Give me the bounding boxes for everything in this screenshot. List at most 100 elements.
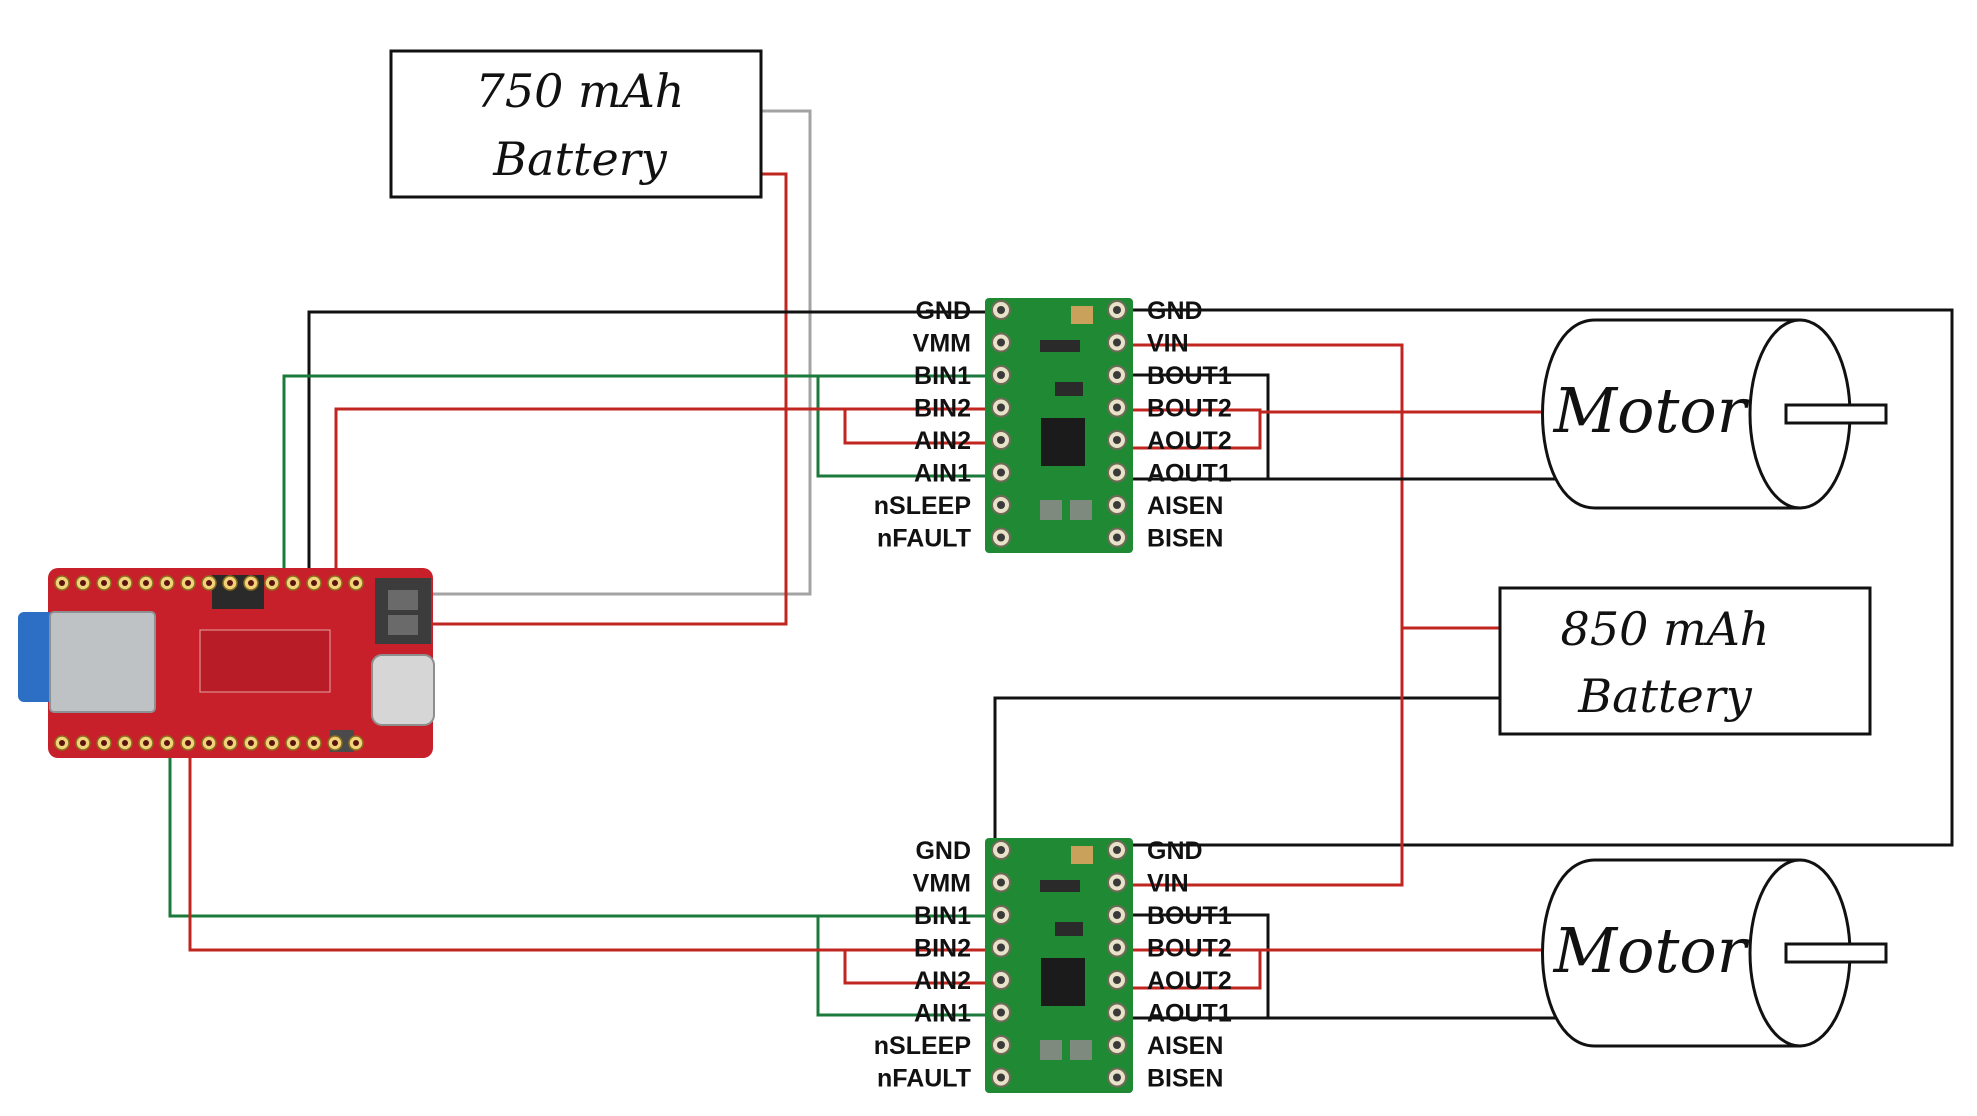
motor-top: Motor xyxy=(1541,318,1888,510)
battery-750-power-wire xyxy=(425,172,788,626)
driver-bottom-left-pad-hole xyxy=(997,911,1005,919)
driver-top-left-pad-hole xyxy=(997,338,1005,347)
driver-top-left-pad-hole xyxy=(997,501,1005,509)
driver-top-sense-resistor-a xyxy=(1040,500,1062,520)
antenna-connector xyxy=(18,612,54,702)
header-pad-hole xyxy=(206,740,212,746)
driver-bottom-pin-label-nsleep: nSLEEP xyxy=(874,1032,971,1060)
driver-bottom-right-pad-hole xyxy=(1113,846,1121,854)
header-pad-hole xyxy=(269,740,275,746)
driver-bottom-pin-label-vmm: VMM xyxy=(913,870,971,898)
driver-bottom-sense-resistor-a xyxy=(1040,1040,1062,1060)
driver-top-right-pad-hole xyxy=(1113,338,1121,347)
header-pad-hole xyxy=(80,580,86,586)
driver-bottom-right-pad-hole xyxy=(1113,1073,1121,1082)
motor-top-label: Motor xyxy=(1553,374,1750,447)
driver-bottom-right-pad-hole xyxy=(1113,1041,1121,1049)
driver-bottom-right-pad-hole xyxy=(1113,1008,1121,1017)
driver-top-pin-label-bin1: BIN1 xyxy=(914,362,971,390)
driver-bottom-sense-resistor-b xyxy=(1070,1040,1092,1060)
header-pad-hole xyxy=(122,740,128,746)
driver-bottom-pin-label-bin2: BIN2 xyxy=(914,935,971,963)
driver-bottom-pin-label-nfault: nFAULT xyxy=(877,1065,971,1093)
motor-driver-bottom: GNDVMMBIN1BIN2AIN2AIN1nSLEEPnFAULTGNDVIN… xyxy=(874,837,1232,1093)
driver-top-pin-label-gnd: GND xyxy=(1147,297,1203,325)
driver-top-pin-label-vmm: VMM xyxy=(913,330,971,358)
driver-bottom-driver-chip xyxy=(1041,958,1085,1006)
jst-pin-1 xyxy=(388,590,418,610)
header-pad-hole xyxy=(248,740,254,746)
driver-top-right-pad-hole xyxy=(1113,306,1121,314)
driver-top-pin-label-ain1: AIN1 xyxy=(914,460,971,488)
battery-750-box xyxy=(389,49,763,199)
driver-top-bin2-wire xyxy=(334,407,1002,585)
header-pad-hole xyxy=(122,580,128,586)
header-pad-hole xyxy=(59,740,65,746)
header-pad-hole xyxy=(290,580,296,586)
driver-top-pin-label-nsleep: nSLEEP xyxy=(874,492,971,520)
header-pads xyxy=(54,575,364,751)
driver-top-right-pad-hole xyxy=(1113,501,1121,509)
driver-top-pin-label-bout2: BOUT2 xyxy=(1147,395,1232,423)
driver-top-left-pad-hole xyxy=(997,306,1005,314)
driver-bottom-pin-label-gnd: GND xyxy=(915,837,971,865)
driver-top-left-pad-hole xyxy=(997,371,1005,379)
driver-bottom-pin-label-gnd: GND xyxy=(1147,837,1203,865)
driver-top-vin-wire xyxy=(1128,343,1500,630)
driver-bottom-capacitor xyxy=(1071,846,1093,864)
driver-bottom-pin-label-aout2: AOUT2 xyxy=(1147,967,1232,995)
battery-750-ground-wire xyxy=(425,109,812,596)
driver-top-mosfet-2 xyxy=(1055,382,1083,396)
header-pad-hole xyxy=(269,580,275,586)
driver-top-bout2-wire xyxy=(1128,408,1262,450)
header-pad-hole xyxy=(143,580,149,586)
driver-bottom-pin-label-bout1: BOUT1 xyxy=(1147,902,1232,930)
header-pad-hole xyxy=(206,580,212,586)
driver-bottom-pin-label-aout1: AOUT1 xyxy=(1147,1000,1232,1028)
header-pad-hole xyxy=(80,740,86,746)
driver-top-left-pad-hole xyxy=(997,403,1005,412)
driver-top-pin-label-bout1: BOUT1 xyxy=(1147,362,1232,390)
motor-top-shaft xyxy=(1784,403,1888,425)
header-pad-hole xyxy=(227,740,233,746)
driver-bottom-left-pad-hole xyxy=(997,976,1005,984)
battery-850-label: Battery xyxy=(1577,669,1752,723)
driver-bottom-pin-label-ain2: AIN2 xyxy=(914,967,971,995)
battery-750: 750 mAh Battery xyxy=(389,49,763,199)
driver-bottom-pin-label-bisen: BISEN xyxy=(1147,1065,1223,1093)
motor-bottom-shaft xyxy=(1784,942,1888,964)
header-pad-hole xyxy=(185,580,191,586)
battery-750-capacity: 750 mAh xyxy=(476,64,685,118)
driver-top-pin-label-vin: VIN xyxy=(1147,330,1189,358)
driver-top-right-pad-hole xyxy=(1113,403,1121,412)
driver-top-gnd-left-wire xyxy=(307,310,1007,585)
header-pad-hole xyxy=(185,740,191,746)
battery-850-box xyxy=(1498,586,1872,736)
ground-bus-wire xyxy=(1125,308,1954,847)
driver-top-left-pad-hole xyxy=(997,533,1005,542)
driver-bottom-pin-label-bout2: BOUT2 xyxy=(1147,935,1232,963)
header-pad-hole xyxy=(290,740,296,746)
driver-top-bin1-wire xyxy=(282,374,1002,590)
driver-top-pin-label-nfault: nFAULT xyxy=(877,525,971,553)
driver-top-pin-label-bisen: BISEN xyxy=(1147,525,1223,553)
driver-top-pin-label-aisen: AISEN xyxy=(1147,492,1223,520)
driver-bottom-bout2-wire xyxy=(1128,948,1262,990)
usb-c-port xyxy=(371,654,435,726)
header-pad-hole xyxy=(311,580,317,586)
header-pad-hole xyxy=(164,580,170,586)
motor-driver-top: GNDVMMBIN1BIN2AIN2AIN1nSLEEPnFAULTGNDVIN… xyxy=(874,297,1232,553)
driver-top-right-pad-hole xyxy=(1113,371,1121,379)
header-pad-hole xyxy=(332,740,338,746)
radio-module xyxy=(49,611,156,713)
jst-pin-2 xyxy=(388,615,418,635)
silkscreen-area xyxy=(199,629,331,693)
header-pad-hole xyxy=(101,580,107,586)
driver-top-left-pad-hole xyxy=(997,468,1005,477)
driver-bottom-bout1-wire xyxy=(1128,913,1270,1020)
driver-top-right-pad-hole xyxy=(1113,436,1121,444)
driver-bottom-right-pad-hole xyxy=(1113,976,1121,984)
driver-bottom-pin-label-aisen: AISEN xyxy=(1147,1032,1223,1060)
driver-top-mosfet-1 xyxy=(1040,340,1080,352)
